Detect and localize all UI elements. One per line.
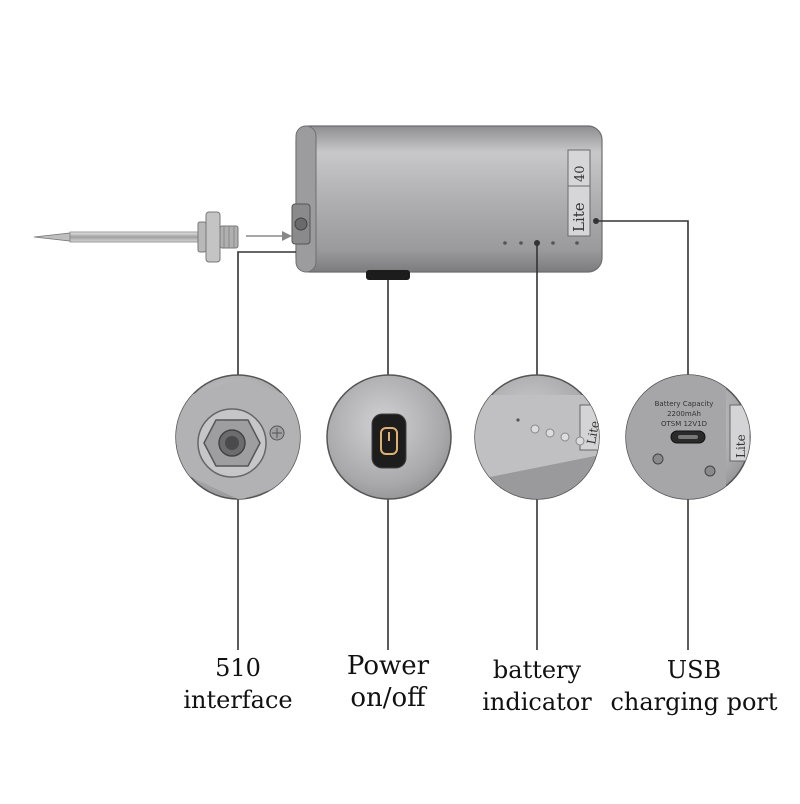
usb-spec-line-3: OTSM 12V1D [661, 420, 707, 428]
badge-brand: Lite [570, 202, 588, 232]
device-body [291, 125, 603, 280]
detail-usb-label: Lite [734, 434, 748, 458]
caption-usb-line1: USB [666, 656, 722, 684]
usb-spec-line-2: 2200mAh [667, 410, 701, 418]
detail-power-button [326, 374, 452, 500]
caption-510-line2: interface [183, 686, 293, 714]
detail-510-interface [175, 374, 301, 500]
caption-battery-line2: indicator [482, 688, 592, 716]
caption-510-line1: 510 [215, 654, 261, 682]
caption-usb: USB charging port [596, 654, 792, 718]
caption-battery-line1: battery [492, 656, 582, 684]
caption-battery: battery indicator [447, 654, 627, 718]
soldering-tip [33, 211, 239, 263]
leader-lines [237, 220, 689, 650]
usb-spec-line-1: Battery Capacity [655, 400, 714, 408]
insert-arrow [246, 231, 292, 241]
caption-usb-line2: charging port [610, 688, 778, 716]
detail-battery-label: Lite [584, 420, 602, 446]
caption-510-interface: 510 interface [158, 652, 318, 716]
caption-power-line2: on/off [350, 683, 426, 713]
detail-usb-port: Battery Capacity 2200mAh OTSM 12V1D Lite [625, 374, 751, 500]
caption-power: Power on/off [308, 650, 468, 714]
caption-power-line1: Power [346, 651, 430, 681]
detail-battery-indicator: Lite [474, 374, 602, 500]
badge-model: 40 [573, 165, 588, 182]
